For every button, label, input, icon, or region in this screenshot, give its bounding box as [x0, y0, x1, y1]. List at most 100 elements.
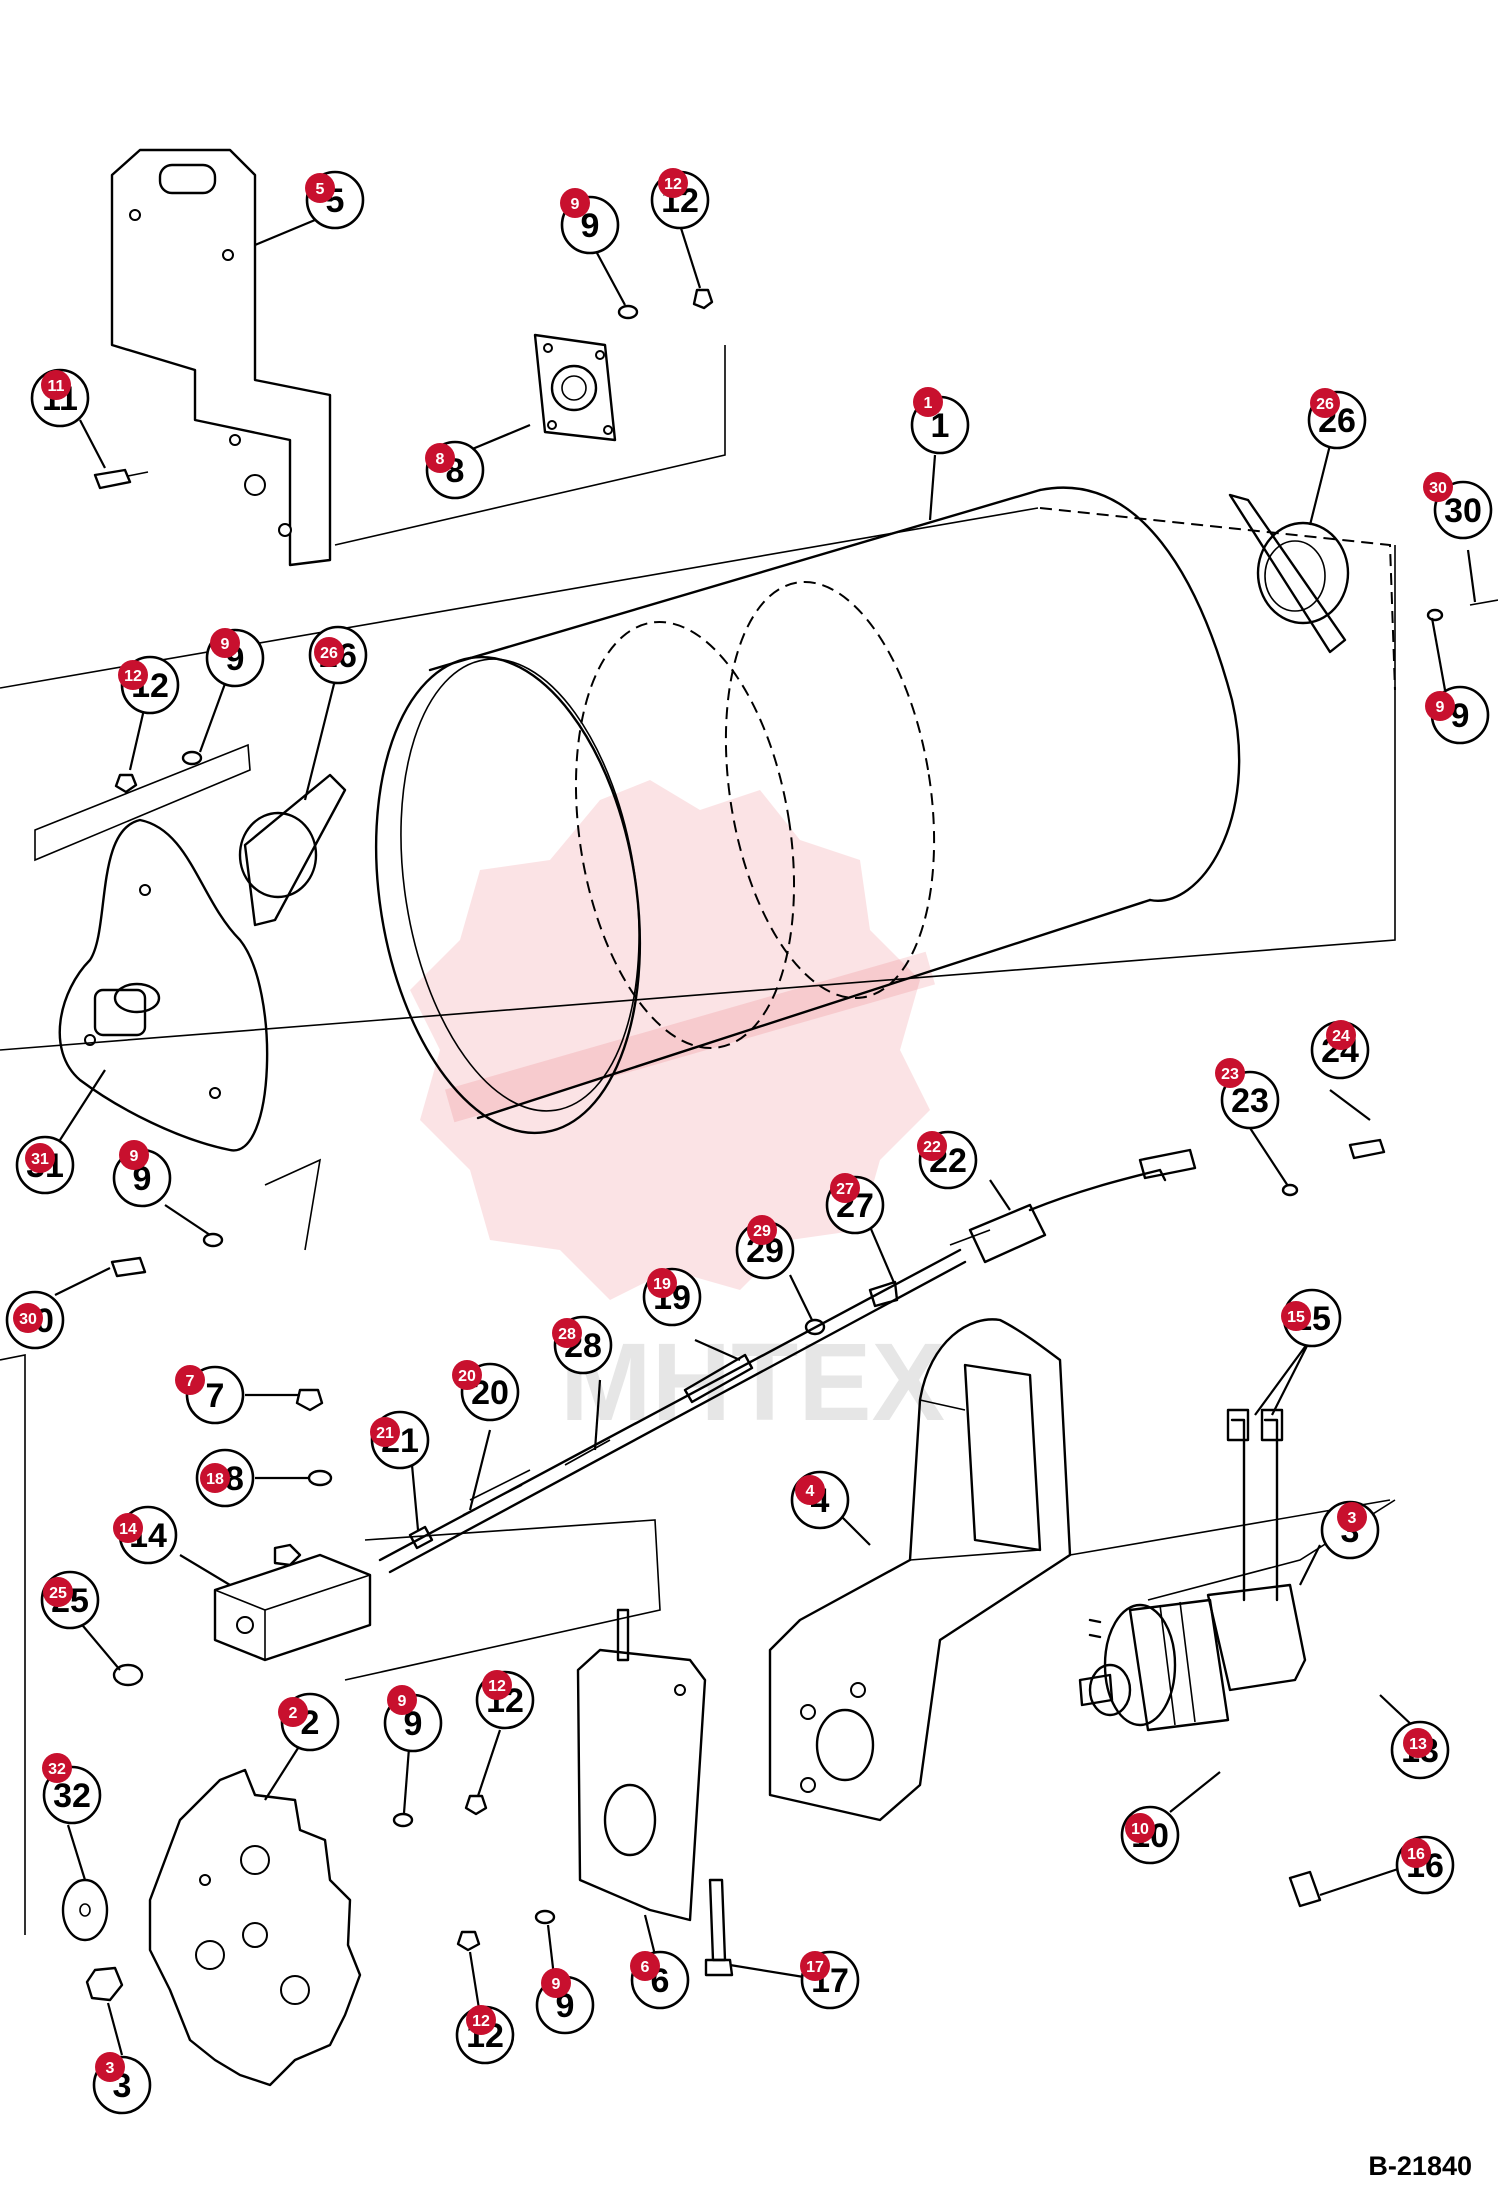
callout-9: 99 [1425, 685, 1490, 745]
watermark-gear-logo [410, 780, 930, 1300]
callout-9: 99 [205, 628, 265, 688]
svg-text:1: 1 [924, 395, 933, 412]
svg-text:17: 17 [806, 1959, 824, 1976]
callout-18: 1818 [195, 1448, 255, 1508]
svg-text:26: 26 [320, 645, 338, 662]
watermark-text: MHTEX [560, 1321, 945, 1444]
svg-text:9: 9 [552, 1976, 561, 1993]
svg-text:5: 5 [316, 181, 325, 198]
part-32-disc [61, 1878, 124, 2002]
svg-text:7: 7 [186, 1373, 195, 1390]
svg-text:16: 16 [1407, 1846, 1425, 1863]
bottom-hardware [392, 1794, 1322, 1952]
svg-text:24: 24 [1332, 1028, 1350, 1045]
svg-text:9: 9 [404, 1705, 423, 1743]
callout-10: 1010 [1120, 1805, 1180, 1865]
svg-text:32: 32 [48, 1761, 66, 1778]
svg-text:26: 26 [1316, 396, 1334, 413]
part-8-bearing-flange [533, 333, 617, 442]
callout-8: 88 [425, 440, 485, 500]
svg-text:1: 1 [931, 407, 950, 445]
svg-text:13: 13 [1409, 1736, 1427, 1753]
part-3-motor [1078, 1583, 1307, 1732]
svg-text:9: 9 [221, 636, 230, 653]
svg-text:30: 30 [1444, 492, 1482, 530]
svg-text:21: 21 [376, 1425, 394, 1442]
part-1-drum [374, 486, 1241, 1135]
svg-text:4: 4 [806, 1483, 815, 1500]
svg-text:8: 8 [436, 451, 445, 468]
part-4-bracket [768, 1318, 1072, 1822]
callout-13: 1313 [1390, 1720, 1450, 1780]
svg-text:25: 25 [49, 1585, 67, 1602]
svg-text:22: 22 [923, 1139, 941, 1156]
part-14-block [112, 1543, 372, 1687]
svg-text:9: 9 [1436, 699, 1445, 716]
callout-7: 77 [175, 1365, 245, 1425]
svg-text:32: 32 [53, 1777, 91, 1815]
callout-2: 22 [278, 1692, 340, 1752]
svg-text:28: 28 [558, 1326, 576, 1343]
svg-text:23: 23 [1221, 1066, 1239, 1083]
svg-text:3: 3 [1348, 1510, 1357, 1527]
svg-text:15: 15 [1287, 1309, 1305, 1326]
svg-text:3: 3 [106, 2060, 115, 2077]
svg-text:12: 12 [488, 1678, 506, 1695]
callout-9: 99 [535, 1968, 595, 2035]
part-6-bracket [576, 1608, 707, 1922]
svg-text:9: 9 [130, 1148, 139, 1165]
svg-text:9: 9 [398, 1693, 407, 1710]
mid-left-hardware [110, 750, 224, 1278]
svg-text:12: 12 [124, 668, 142, 685]
top-hardware [93, 288, 714, 490]
callout-3: 33 [1320, 1500, 1380, 1560]
svg-text:30: 30 [19, 1311, 37, 1328]
callout-31: 3131 [15, 1135, 75, 1195]
svg-text:19: 19 [653, 1276, 671, 1293]
part-31-plate [58, 818, 269, 1152]
svg-text:27: 27 [836, 1181, 854, 1198]
svg-text:9: 9 [581, 207, 600, 245]
watermark-bar [444, 951, 936, 1123]
cable-rod-assembly [378, 1248, 967, 1574]
svg-text:9: 9 [571, 196, 580, 213]
part-17-bolt [704, 1878, 734, 1977]
svg-text:31: 31 [31, 1151, 49, 1168]
svg-text:12: 12 [664, 176, 682, 193]
part-5-upper-bracket [110, 148, 332, 567]
part-2-sprocket [148, 1768, 362, 2087]
svg-text:6: 6 [641, 1959, 650, 1976]
watermark: MHTEX [410, 780, 945, 1444]
svg-text:30: 30 [1429, 480, 1447, 497]
svg-text:10: 10 [1131, 1821, 1149, 1838]
callout-9: 99 [112, 1140, 172, 1208]
callout-11: 1111 [30, 368, 90, 428]
right-hardware [1281, 599, 1498, 1197]
callout-1: 11 [910, 387, 970, 455]
svg-text:23: 23 [1231, 1082, 1269, 1120]
svg-text:9: 9 [1451, 697, 1470, 735]
part-26-left-mount [238, 773, 347, 927]
part-26-right-mount [1228, 493, 1350, 654]
part-22-solenoid [949, 1148, 1197, 1264]
svg-text:2: 2 [289, 1705, 298, 1722]
svg-text:20: 20 [458, 1368, 476, 1385]
